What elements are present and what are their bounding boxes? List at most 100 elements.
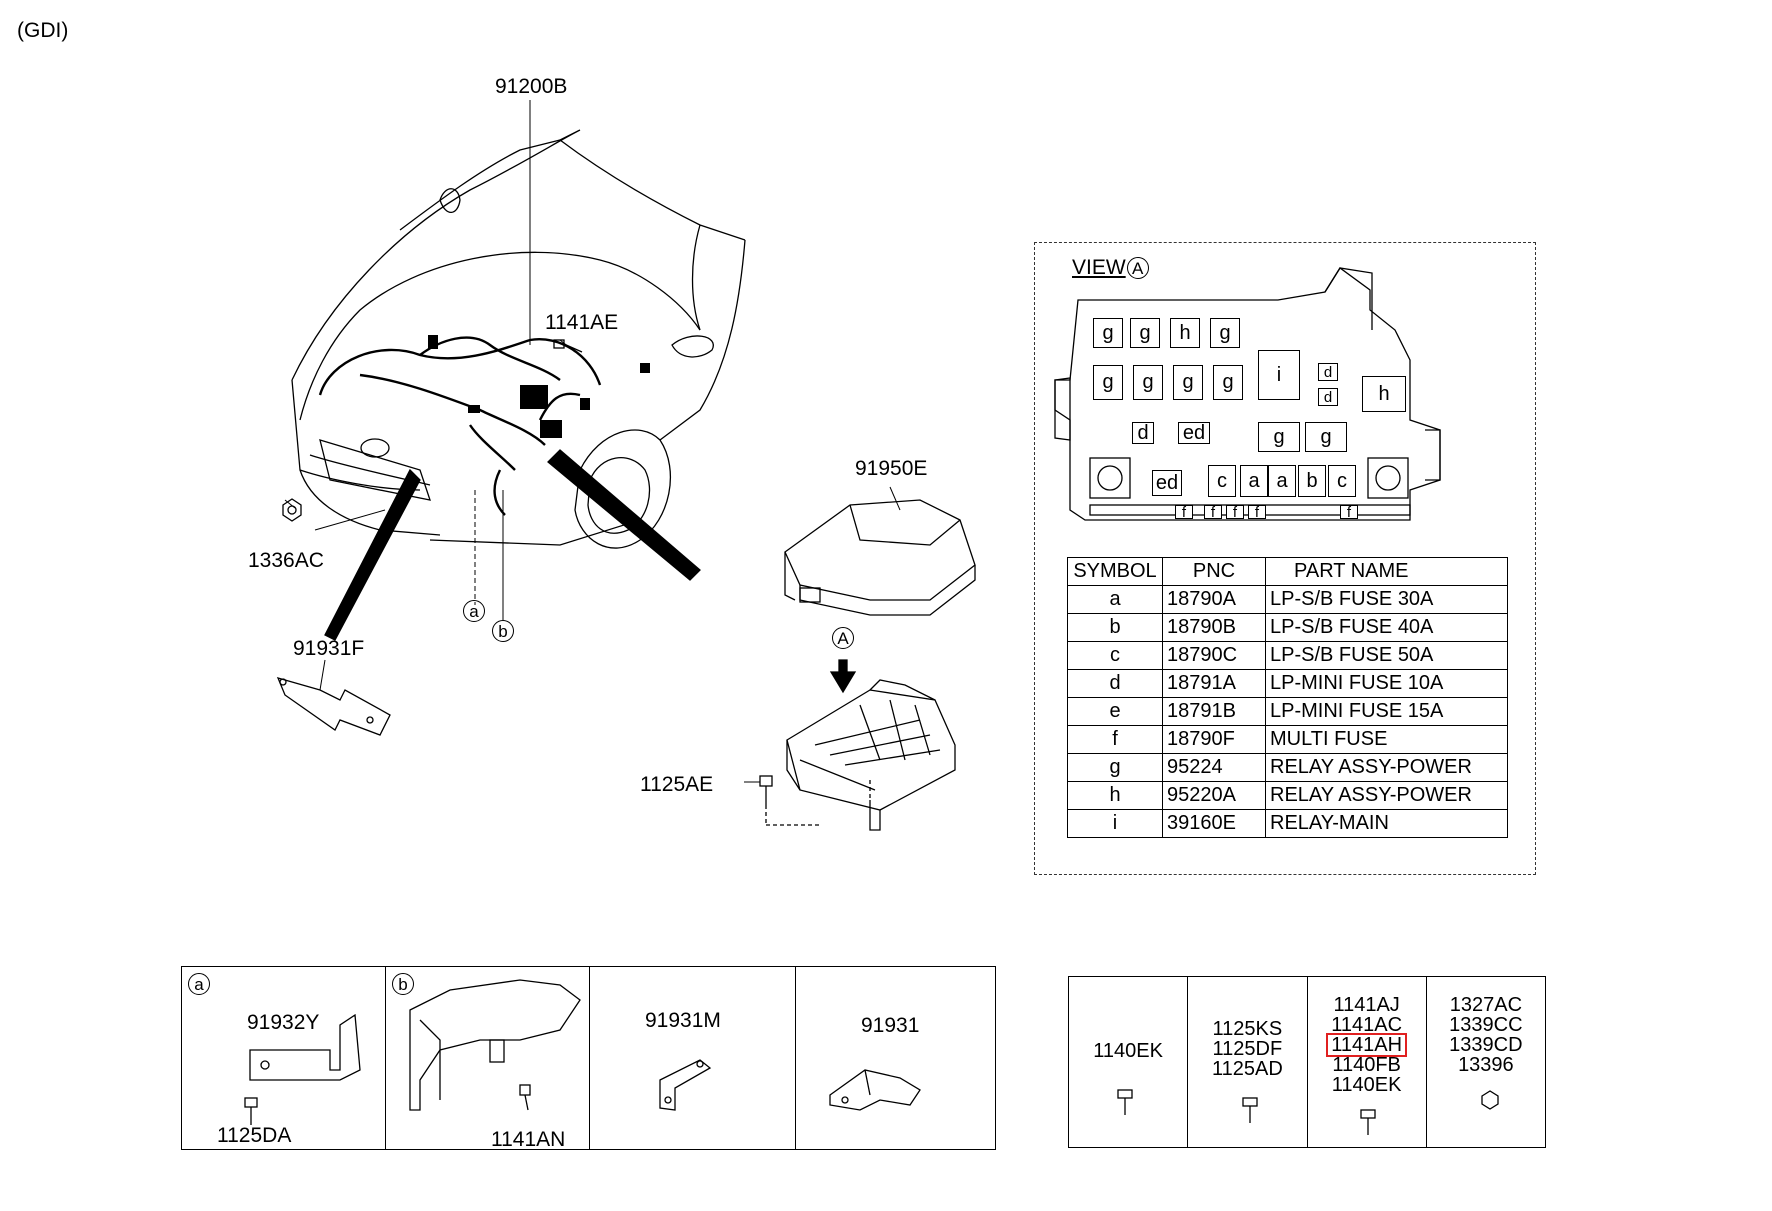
fuse-slot: f (1340, 504, 1358, 521)
fastener-code: 1339CD (1449, 1034, 1523, 1056)
cell-symbol: a (1067, 585, 1163, 614)
cell-pnc: 95220A (1162, 781, 1266, 810)
fastener-code: 1141AC (1331, 1014, 1403, 1036)
view-a-frame (1034, 242, 1536, 875)
cell-pnc: 95224 (1162, 753, 1266, 782)
fuse-slot: g (1258, 422, 1300, 452)
fastener-code: 13396 (1458, 1054, 1514, 1076)
fuse-box-body-drawing (786, 679, 956, 831)
fuse-slot: b (1298, 465, 1326, 497)
panel-a-bolt: 1125DA (217, 1124, 292, 1147)
nut-1336ac-drawing (282, 498, 302, 522)
fastener-col-1: 1140EK (1069, 977, 1189, 1147)
bracket-91931f-drawing (276, 677, 391, 736)
leader-lines (284, 100, 901, 783)
panel-d-drawing (829, 1069, 921, 1111)
cell-part-name: LP-MINI FUSE 10A (1265, 669, 1508, 698)
fuse-slot: i (1258, 350, 1300, 400)
car-illustration (291, 129, 746, 549)
tag-b-callout: b (492, 620, 514, 642)
col-symbol: SYMBOL (1067, 557, 1163, 586)
harness-branch-left (324, 468, 421, 641)
cell-pnc: 18790C (1162, 641, 1266, 670)
fuse-slot: c (1328, 465, 1356, 497)
fastener-code: 1140FB (1332, 1054, 1401, 1076)
view-title-tag: A (1126, 257, 1149, 279)
fuse-slot: g (1173, 365, 1203, 400)
fastener-code: 1141AJ (1333, 994, 1400, 1016)
cell-pnc: 18790B (1162, 613, 1266, 642)
cell-part-name: LP-S/B FUSE 30A (1265, 585, 1508, 614)
fuse-slot: g (1210, 318, 1240, 348)
fuse-slot: d (1318, 388, 1338, 406)
fuse-box-cover-drawing (784, 499, 976, 616)
label-bolt-box: 1125AE (640, 773, 714, 796)
fuse-slot: g (1093, 318, 1123, 348)
fuse-slot: a (1240, 465, 1268, 497)
fuse-slot: c (1208, 465, 1236, 497)
cell-pnc: 18791B (1162, 697, 1266, 726)
variant-label: (GDI) (17, 19, 69, 42)
parts-table-header: SYMBOL PNC PART NAME (1067, 557, 1508, 586)
cell-symbol: h (1067, 781, 1163, 810)
fastener-code: 1140EK (1331, 1074, 1402, 1096)
view-title-text: VIEW (1072, 256, 1126, 279)
col-part-name: PART NAME (1265, 557, 1508, 586)
fuse-slot: f (1226, 504, 1244, 521)
cell-symbol: f (1067, 725, 1163, 754)
cell-part-name: LP-S/B FUSE 40A (1265, 613, 1508, 642)
label-cover: 91950E (855, 457, 928, 480)
cell-symbol: e (1067, 697, 1163, 726)
panel-d-part: 91931 (861, 1014, 920, 1037)
cell-symbol: c (1067, 641, 1163, 670)
panel-a-part: 91932Y (247, 1011, 320, 1034)
harness-connectors (428, 335, 650, 438)
cell-symbol: i (1067, 809, 1163, 838)
label-nut-left: 1336AC (248, 549, 324, 572)
fuse-slot: f (1248, 504, 1266, 521)
fuse-slot: g (1133, 365, 1163, 400)
fastener-code: 1141AH (1326, 1033, 1408, 1057)
fastener-code: 1125AD (1211, 1058, 1283, 1080)
cell-part-name: RELAY ASSY-POWER (1265, 781, 1508, 810)
panel-c-drawing (659, 1059, 712, 1111)
view-arrow (829, 659, 857, 694)
fuse-slot: ed (1152, 470, 1182, 496)
fuse-slot: g (1130, 318, 1160, 348)
arrow-a-callout: A (832, 627, 854, 649)
detail-panel-d: 91931 (796, 967, 995, 1149)
cell-symbol: d (1067, 669, 1163, 698)
fuse-slot: g (1093, 365, 1123, 400)
fuse-slot: d (1318, 363, 1338, 381)
detail-panels: a 91932Y 1125DA b 1141AN 91931M 91931 (181, 966, 996, 1150)
fuse-slot: f (1204, 504, 1222, 521)
fuse-slot: d (1132, 422, 1154, 444)
harness-branch-right (547, 449, 701, 581)
cell-part-name: LP-MINI FUSE 15A (1265, 697, 1508, 726)
cell-pnc: 18790F (1162, 725, 1266, 754)
fuse-slot: g (1305, 422, 1347, 452)
bolt-1125ae-drawing (759, 775, 820, 826)
cell-pnc: 18790A (1162, 585, 1266, 614)
cell-pnc: 18791A (1162, 669, 1266, 698)
detail-panel-b: b 1141AN (386, 967, 590, 1150)
label-bolt-top: 1141AE (545, 311, 619, 334)
cell-symbol: b (1067, 613, 1163, 642)
tag-a-callout: a (463, 600, 485, 622)
bolt-1141ae-drawing (553, 339, 583, 353)
detail-panel-a: a 91932Y 1125DA (182, 967, 386, 1149)
fuse-slot: h (1362, 376, 1406, 412)
